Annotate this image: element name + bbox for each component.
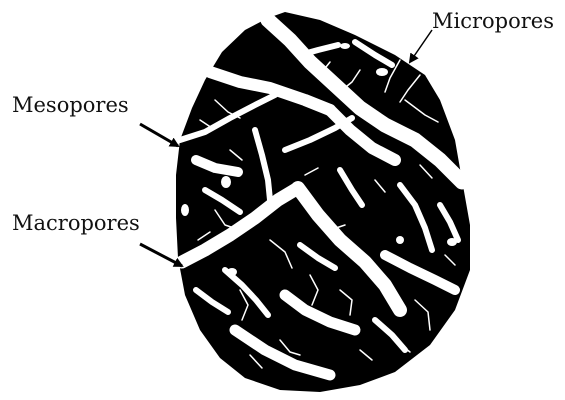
mesopores-label: Mesopores [12, 95, 129, 116]
micropores-arrow-icon [410, 30, 432, 62]
mesopores-arrow-icon [140, 124, 178, 146]
macropores-arrow-icon [140, 244, 182, 266]
macropores-label: Macropores [12, 213, 140, 234]
micropores-label: Micropores [432, 11, 554, 32]
